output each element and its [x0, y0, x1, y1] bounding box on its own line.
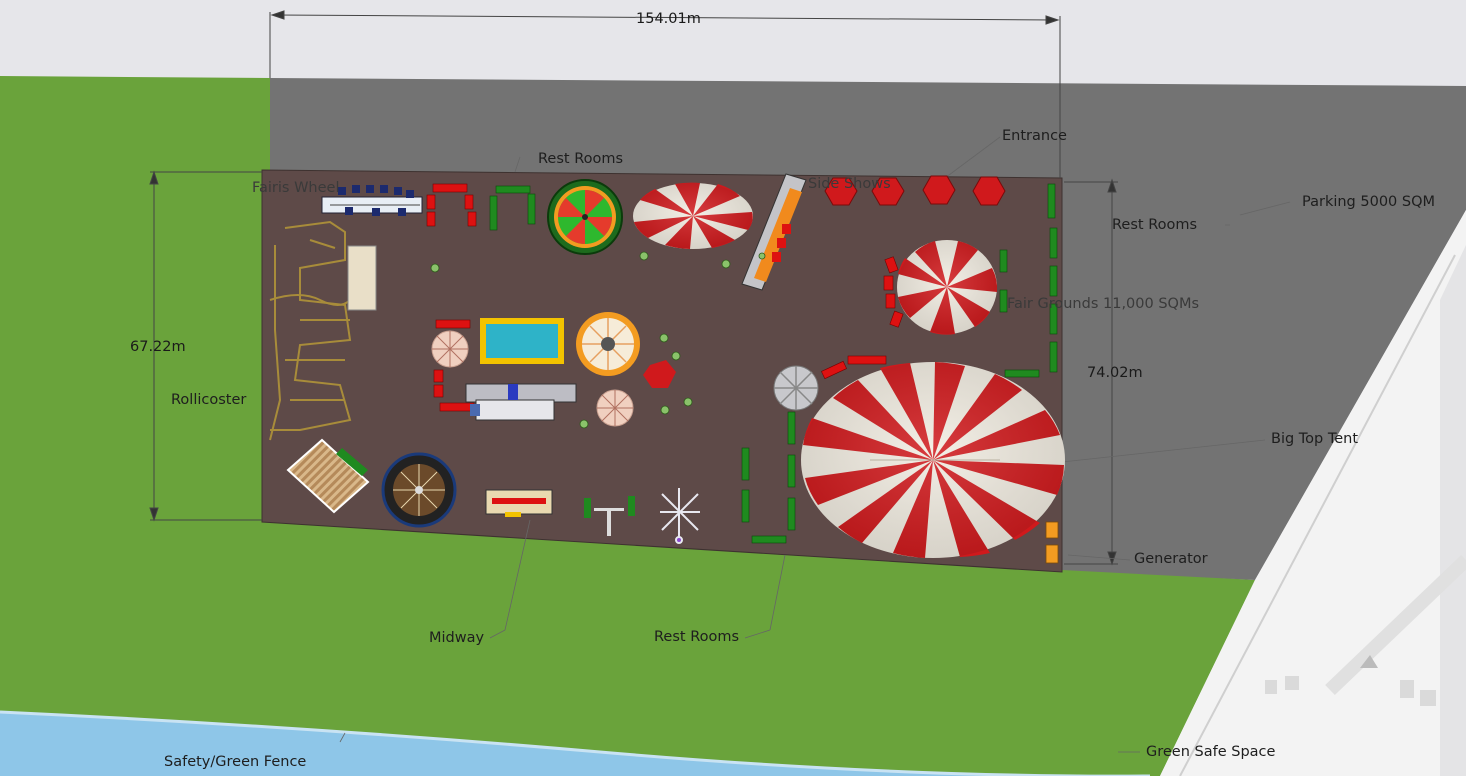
label-fair-grounds: Fair Grounds 11,000 SQMs	[1007, 296, 1200, 312]
umbrella-center	[576, 312, 640, 376]
label-side-shows: Side Shows	[808, 176, 891, 192]
fence-line	[0, 710, 1150, 776]
buildings	[1265, 676, 1436, 706]
label-rest-rooms-bottom: Rest Rooms	[654, 629, 740, 645]
label-big-top-tent: Big Top Tent	[1271, 431, 1359, 447]
spinner-small[interactable]	[773, 365, 819, 411]
carousel[interactable]	[547, 179, 623, 255]
leader-lines	[339, 136, 1291, 753]
road-edge	[1179, 254, 1456, 776]
label-green-safe-space: Green Safe Space	[1146, 744, 1276, 760]
label-parking: Parking 5000 SQM	[1302, 194, 1436, 210]
dimension-width: 154.01m	[636, 11, 701, 27]
grass-area	[0, 76, 1255, 776]
seating-big-top	[821, 355, 887, 380]
umbrella-small	[596, 389, 634, 427]
coaster-station	[347, 245, 377, 311]
water	[0, 712, 1150, 776]
tent-right-middle[interactable]	[897, 240, 998, 335]
side-show-booths[interactable]	[824, 175, 1006, 206]
restrooms-top[interactable]	[489, 185, 536, 231]
label-fairis-wheel: Fairis Wheel	[252, 180, 340, 196]
seating-center	[433, 319, 475, 412]
food-stall[interactable]	[286, 438, 370, 514]
label-midway: Midway	[429, 630, 485, 646]
seating-right-tent	[883, 256, 904, 328]
seating-top	[426, 183, 477, 227]
label-entrance: Entrance	[1002, 128, 1067, 144]
roller-coaster[interactable]	[269, 220, 352, 441]
side-road	[1325, 554, 1466, 696]
generator[interactable]	[1045, 521, 1059, 564]
label-generator: Generator	[1134, 551, 1208, 567]
game-stand[interactable]	[584, 496, 635, 536]
label-rest-rooms-right: Rest Rooms	[1112, 217, 1198, 233]
picnic-tables	[430, 251, 766, 429]
tent-top-oval[interactable]	[633, 182, 753, 249]
slide-ride[interactable]	[741, 173, 807, 291]
bumper-cars[interactable]	[480, 318, 564, 364]
swing-ride[interactable]	[381, 452, 457, 528]
midway-games[interactable]	[485, 489, 553, 517]
dimension-lines	[149, 10, 1118, 566]
road-block	[1440, 245, 1466, 776]
restrooms-bottom[interactable]	[741, 369, 1040, 544]
big-top-tent[interactable]	[801, 362, 1065, 558]
spinner-ride[interactable]	[660, 488, 700, 544]
restrooms-right[interactable]	[999, 183, 1058, 373]
label-rest-rooms-top: Rest Rooms	[538, 151, 624, 167]
umbrella-left	[431, 330, 469, 368]
ferris-wheel[interactable]	[321, 185, 423, 216]
parking-lot[interactable]	[262, 78, 1466, 580]
label-safety-fence: Safety/Green Fence	[164, 754, 307, 770]
small-booth	[643, 360, 676, 388]
dimension-right-height: 74.02m	[1087, 365, 1143, 381]
north-arrow-icon	[1360, 655, 1378, 668]
dimension-left-height: 67.22m	[130, 339, 186, 355]
label-rollicoster: Rollicoster	[171, 392, 247, 408]
stage-platform[interactable]	[465, 383, 577, 421]
